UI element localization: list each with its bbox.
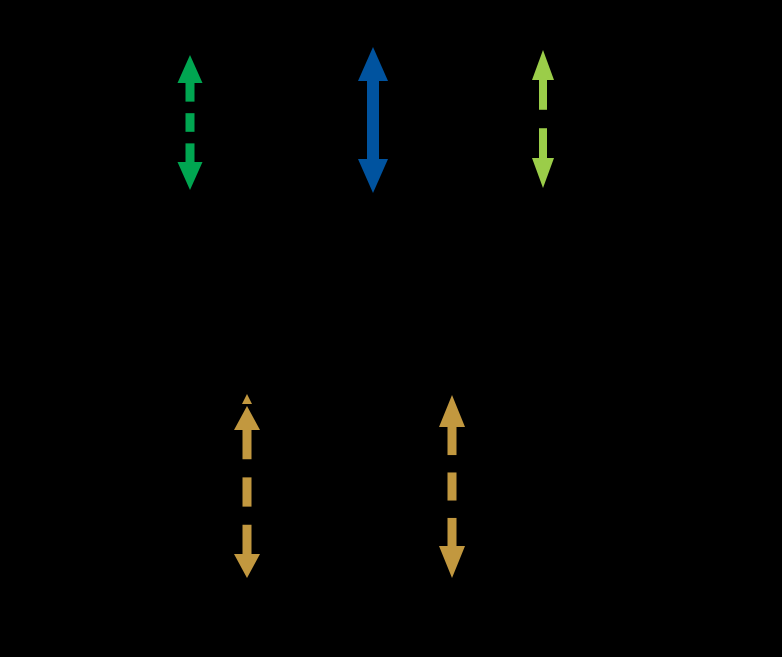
arrows-layer [177, 47, 554, 578]
light-green-dashed-double-arrow [532, 50, 554, 188]
green-dashed-double-arrow [177, 55, 203, 190]
light-green-dashed-double-arrow-top-head [532, 50, 554, 80]
goldenrod-dashed-double-headed-arrow-top-head [234, 406, 260, 430]
blue-solid-double-arrow-top-head [358, 47, 388, 81]
goldenrod-dashed-double-arrow-bottom-head [439, 546, 465, 578]
light-green-dashed-double-arrow-bottom-head [532, 158, 554, 188]
green-dashed-double-arrow-shaft-dash-1 [185, 83, 195, 102]
goldenrod-dashed-double-arrow-shaft-dash-2 [447, 472, 457, 501]
green-dashed-double-arrow-top-head [177, 55, 203, 83]
green-dashed-double-arrow-bottom-head [177, 162, 203, 190]
blue-solid-double-arrow-bottom-head [358, 159, 388, 193]
green-dashed-double-arrow-shaft-dash-3 [185, 143, 195, 162]
goldenrod-dashed-double-arrow [439, 395, 465, 578]
goldenrod-dashed-double-arrow-shaft-dash-3 [447, 517, 457, 546]
green-dashed-double-arrow-shaft-dash-2 [185, 113, 195, 132]
goldenrod-dashed-double-arrow-top-head [439, 395, 465, 427]
blue-solid-double-arrow-shaft [367, 81, 379, 159]
goldenrod-dashed-double-headed-arrow-shaft-dash-1 [242, 430, 252, 460]
goldenrod-dashed-double-headed-arrow-top-tip-head [242, 394, 252, 404]
light-green-dashed-double-arrow-shaft-dash-1 [539, 80, 547, 110]
goldenrod-dashed-double-headed-arrow-bottom-head [234, 554, 260, 578]
light-green-dashed-double-arrow-shaft-dash-2 [539, 128, 547, 158]
goldenrod-dashed-double-headed-arrow-shaft-dash-2 [242, 477, 252, 507]
goldenrod-dashed-double-headed-arrow [234, 394, 260, 578]
goldenrod-dashed-double-arrow-shaft-dash-1 [447, 427, 457, 456]
blue-solid-double-arrow [358, 47, 388, 193]
goldenrod-dashed-double-headed-arrow-shaft-dash-3 [242, 524, 252, 554]
